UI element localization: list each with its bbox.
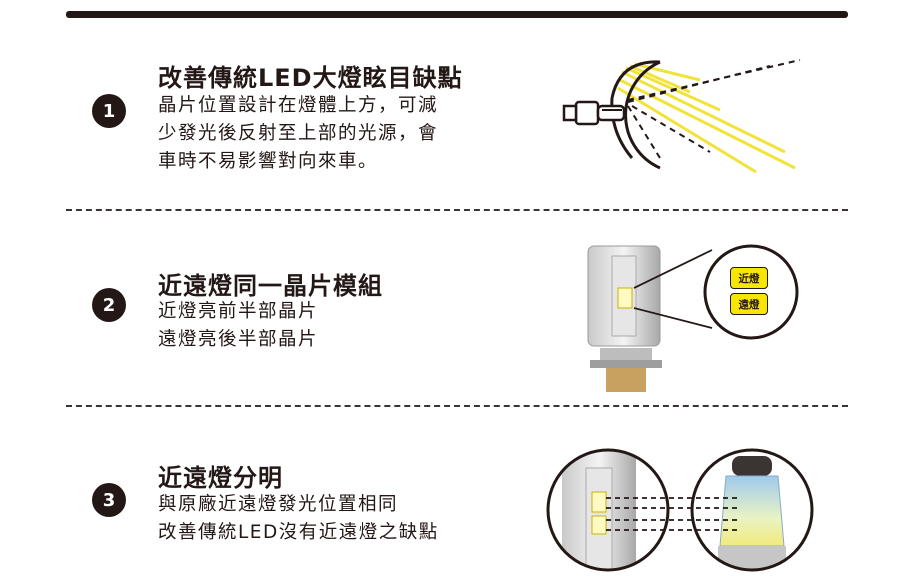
section-2-line: 遠燈亮後半部晶片 (158, 329, 319, 350)
section-3-title: 近遠燈分明 (158, 464, 283, 492)
section-divider (66, 405, 848, 407)
low-beam-tag: 近燈 (730, 267, 768, 289)
section-3-description: 與原廠近遠燈發光位置相同 改善傳統LED沒有近遠燈之缺點 (158, 491, 439, 547)
section-3-line: 與原廠近遠燈發光位置相同 (158, 494, 399, 515)
led-chip-closeup-icon (587, 244, 799, 392)
step-1-badge: 1 (92, 94, 126, 128)
section-1-line: 少發光後反射至上部的光源，會 (158, 123, 439, 144)
section-1-description: 晶片位置設計在燈體上方，可減 少發光後反射至上部的光源，會 車時不易影響對向來車… (158, 92, 438, 176)
section-2-title: 近遠燈同一晶片模組 (158, 272, 383, 300)
section-divider (66, 209, 848, 211)
bulb-reflector-diagram-icon (562, 59, 801, 174)
top-divider-bar (66, 11, 848, 18)
section-1-line: 晶片位置設計在燈體上方，可減 (158, 95, 439, 116)
section-3-line: 改善傳統LED沒有近遠燈之缺點 (158, 522, 439, 543)
section-1-title: 改善傳統LED大燈眩目缺點 (158, 64, 463, 92)
step-3-badge: 3 (92, 483, 126, 517)
led-vs-halogen-comparison-icon (546, 448, 814, 572)
section-2-line: 近燈亮前半部晶片 (158, 301, 319, 322)
section-1-line: 車時不易影響對向來車。 (158, 151, 379, 172)
section-2-description: 近燈亮前半部晶片 遠燈亮後半部晶片 (158, 298, 318, 354)
high-beam-tag: 遠燈 (730, 293, 768, 315)
step-2-badge: 2 (92, 288, 126, 322)
